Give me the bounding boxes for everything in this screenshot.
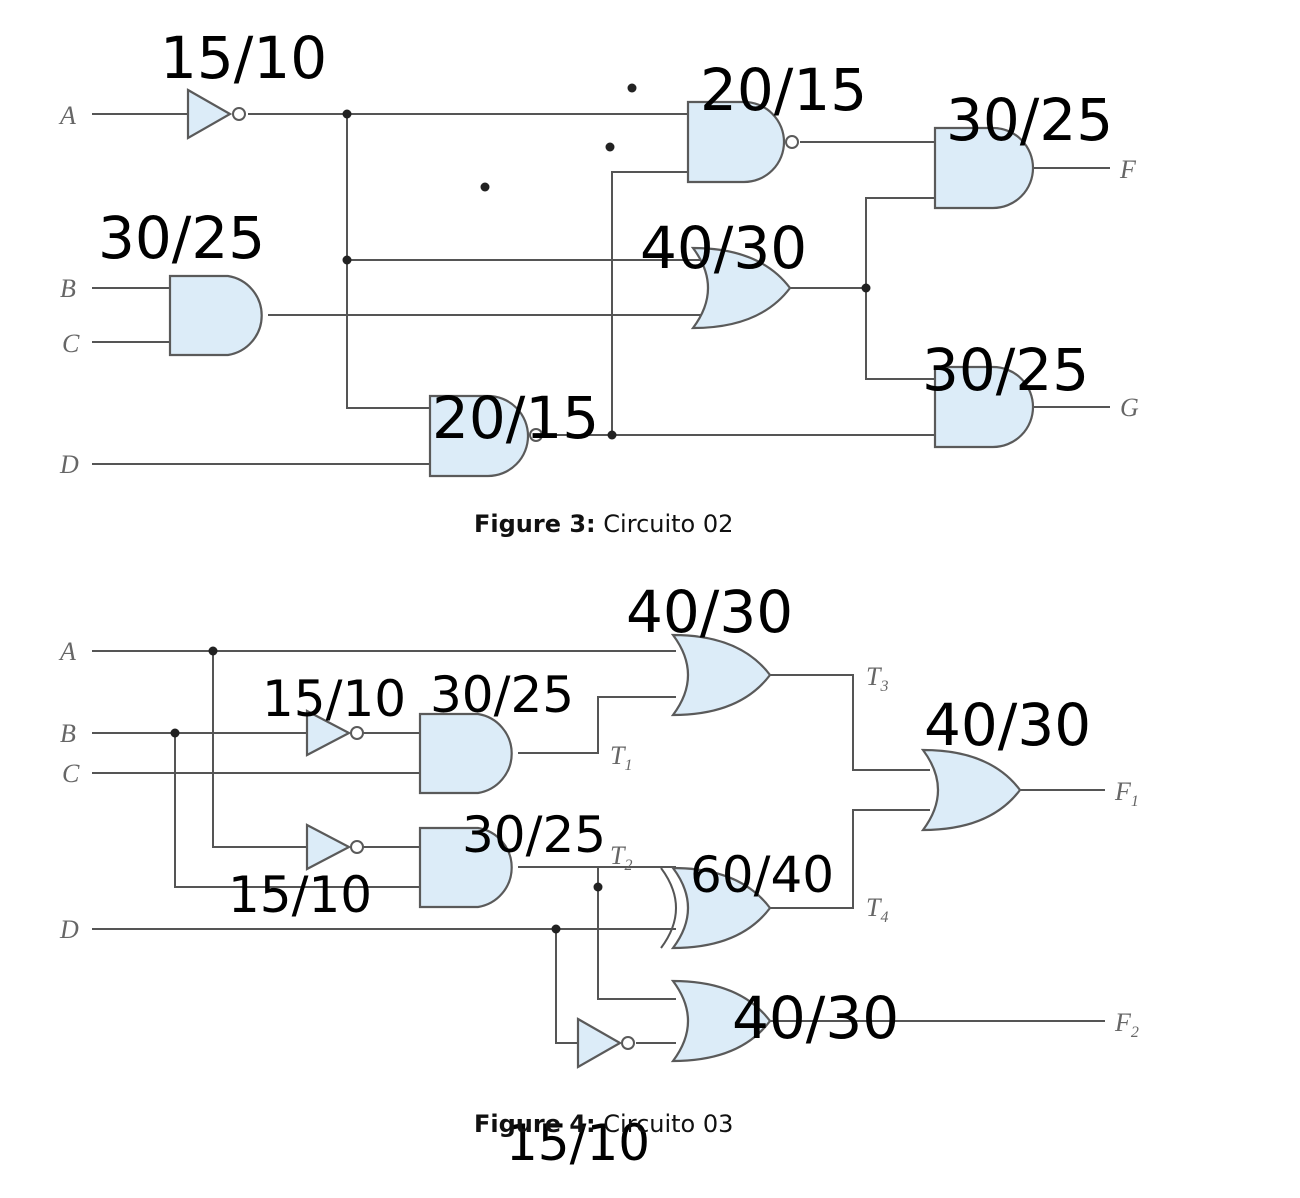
caption-label: Figure 3: — [474, 510, 596, 538]
input-label-b: B — [60, 719, 76, 748]
caption-text: Circuito 03 — [603, 1110, 734, 1138]
input-label-c: C — [62, 759, 80, 788]
junction-dot — [342, 109, 352, 119]
delay-annotation: 60/40 — [690, 846, 834, 904]
and-gate — [933, 365, 1035, 449]
ink-dot — [605, 142, 615, 152]
input-label-a: A — [58, 101, 76, 130]
delay-annotation: 15/10 — [228, 866, 372, 924]
and-gate — [418, 712, 513, 795]
or-gate — [670, 979, 772, 1063]
inverter-gate — [576, 1017, 635, 1069]
signal-label-t2: T2 — [610, 841, 632, 874]
delay-annotation: 30/25 — [98, 204, 265, 272]
and-gate — [933, 126, 1035, 210]
circuit-02: A B C D F G 15/10 30/25 20/15 40/30 30/2… — [58, 24, 1139, 479]
junction-dot — [208, 646, 218, 656]
delay-annotation: 30/25 — [922, 336, 1089, 404]
or-gate — [920, 748, 1022, 832]
junction-dot — [170, 728, 180, 738]
circuit-02-wires — [92, 113, 1110, 465]
and-gate — [418, 826, 513, 909]
signal-label-t1: T1 — [610, 741, 632, 774]
delay-annotation: 40/30 — [626, 578, 793, 646]
or-gate — [670, 633, 772, 717]
output-label-g: G — [1120, 393, 1139, 422]
delay-annotation: 30/25 — [462, 806, 606, 864]
delay-annotation: 40/30 — [732, 984, 899, 1052]
input-label-c: C — [62, 329, 80, 358]
ink-dot — [627, 83, 637, 93]
signal-label-t4: T4 — [866, 893, 888, 926]
figure-caption: Figure 4: Circuito 03 — [474, 1110, 733, 1138]
input-label-d: D — [59, 915, 79, 944]
input-label-d: D — [59, 450, 79, 479]
delay-annotation: 40/30 — [924, 691, 1091, 759]
caption-label: Figure 4: — [474, 1110, 596, 1138]
delay-annotation: 15/10 — [506, 1114, 650, 1172]
input-label-a: A — [58, 637, 76, 666]
signal-label-t3: T3 — [866, 662, 888, 695]
junction-dot — [861, 283, 871, 293]
delay-annotation: 30/25 — [946, 86, 1113, 154]
delay-annotation: 30/25 — [430, 666, 574, 724]
delay-annotation: 20/15 — [432, 384, 599, 452]
output-label-f: F — [1119, 155, 1137, 184]
or-gate — [690, 246, 792, 330]
output-label-f1: F1 — [1114, 777, 1139, 810]
and-gate — [168, 274, 263, 357]
delay-annotation: 20/15 — [700, 56, 867, 124]
input-label-b: B — [60, 274, 76, 303]
caption-text: Circuito 02 — [603, 510, 734, 538]
nand-gate — [686, 100, 799, 184]
junction-dot — [342, 255, 352, 265]
junction-dot — [551, 924, 561, 934]
junction-dot — [607, 430, 617, 440]
nand-gate — [428, 394, 543, 478]
xor-gate — [660, 866, 772, 950]
delay-annotation: 15/10 — [262, 670, 406, 728]
inverter-gate — [186, 88, 246, 140]
junction-dot — [593, 882, 603, 892]
circuit-03: A B C D T1 T2 T3 T4 F1 F2 40/30 15/10 30… — [58, 578, 1139, 1172]
delay-annotation: 15/10 — [160, 24, 327, 92]
output-label-f2: F2 — [1114, 1008, 1139, 1041]
circuit-03-wires — [92, 650, 1105, 1044]
ink-dot — [480, 182, 490, 192]
inverter-gate — [305, 823, 364, 871]
inverter-gate — [305, 709, 364, 757]
figure-caption: Figure 3: Circuito 02 — [474, 510, 733, 538]
delay-annotation: 40/30 — [640, 214, 807, 282]
